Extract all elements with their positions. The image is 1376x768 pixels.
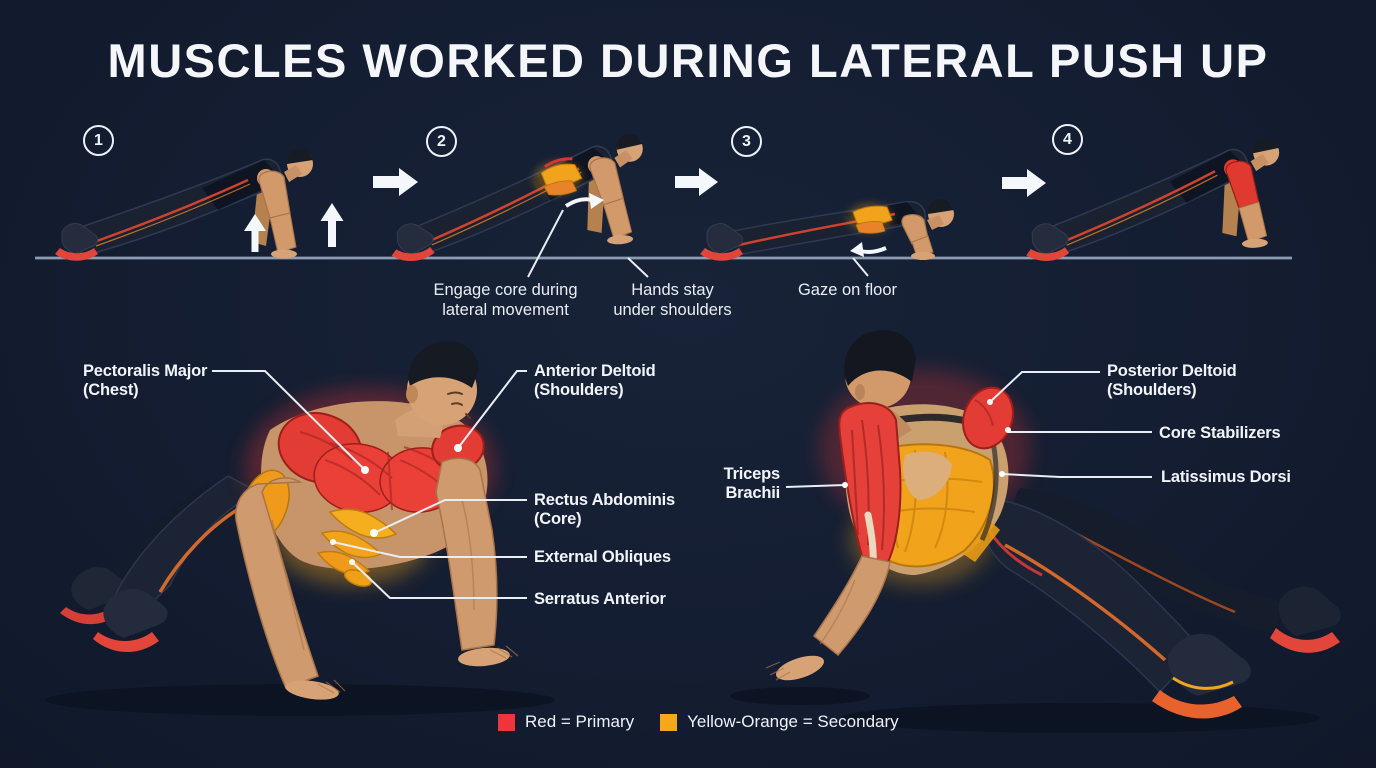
shift-right-arrow-icon: [564, 193, 604, 209]
step-figure-4: [1021, 137, 1285, 262]
arrow-up-icon: [244, 214, 266, 252]
back-anatomy-figure: [730, 330, 1341, 733]
arrow-right-icon: [675, 168, 718, 196]
step-figure-3: [700, 199, 954, 261]
arrow-up-icon: [320, 203, 344, 247]
step-arrows: [244, 168, 1046, 257]
step-figure-2: [384, 133, 649, 263]
front-anatomy-figure: [45, 341, 555, 716]
arrow-right-icon: [1002, 169, 1046, 197]
leader-dots: [330, 399, 1011, 565]
leader-lines: [212, 209, 1152, 599]
shift-left-arrow-icon: [850, 242, 887, 257]
arrow-right-icon: [373, 168, 418, 196]
step-figure-1: [55, 149, 313, 261]
